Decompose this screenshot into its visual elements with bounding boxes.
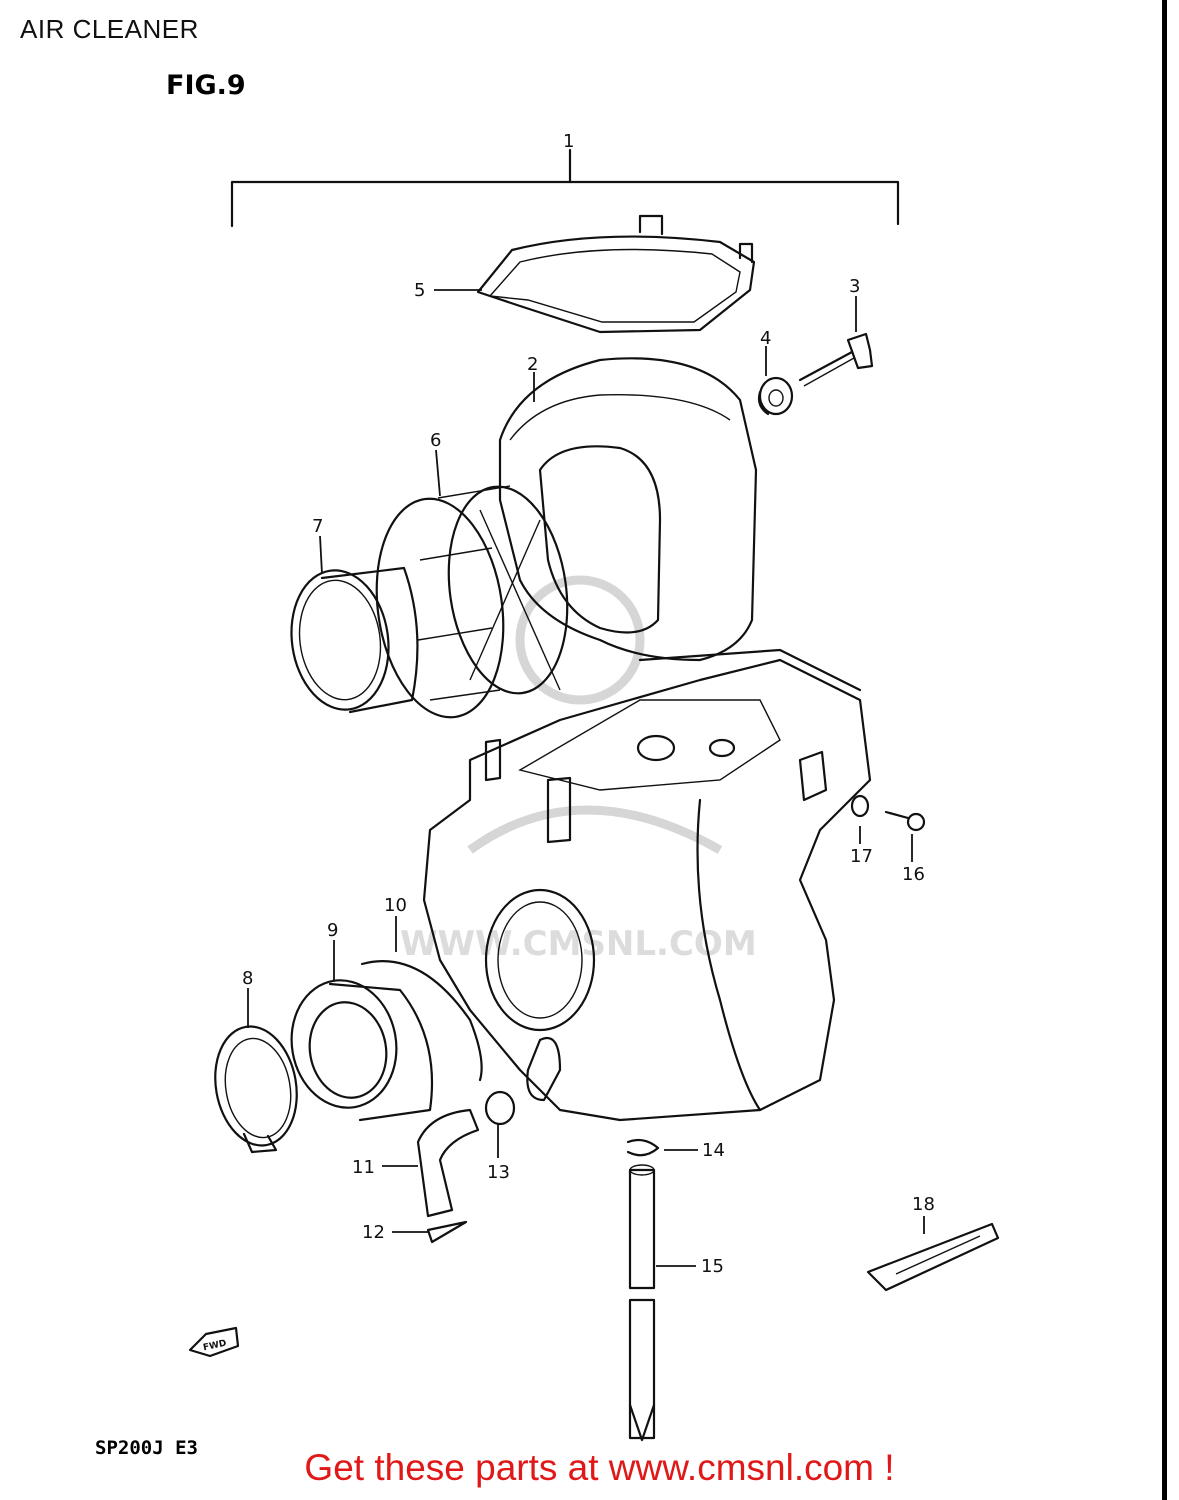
page-title: AIR CLEANER xyxy=(20,14,199,44)
part-15-drain-tube xyxy=(628,1164,656,1442)
part-12-hose-clip xyxy=(426,1220,468,1244)
air-cleaner-case xyxy=(422,648,872,1122)
part-3-wing-bolt xyxy=(798,332,874,387)
page-edge-rule xyxy=(1162,0,1167,1500)
part-16-screw xyxy=(884,810,926,832)
callout-5: 5 xyxy=(414,280,425,301)
callout-4: 4 xyxy=(760,328,771,349)
callout-14: 14 xyxy=(702,1140,725,1161)
callout-numbers: 1 2 3 4 5 6 7 8 9 10 11 12 13 14 15 16 1… xyxy=(242,131,935,1277)
part-14-clip xyxy=(626,1138,660,1157)
callout-9: 9 xyxy=(327,920,338,941)
part-10-o-ring xyxy=(360,960,483,1082)
part-7-screen xyxy=(290,566,419,714)
callout-17: 17 xyxy=(850,846,873,867)
callout-2: 2 xyxy=(527,354,538,375)
callout-8: 8 xyxy=(242,968,253,989)
callout-16: 16 xyxy=(902,864,925,885)
part-18-strap xyxy=(866,1222,1000,1292)
part-6-filter-cage xyxy=(375,485,569,719)
part-5-cover xyxy=(476,214,756,334)
fwd-badge-text: FWD xyxy=(202,1339,227,1354)
callout-6: 6 xyxy=(430,430,441,451)
callout-12: 12 xyxy=(362,1222,385,1243)
leader-lines xyxy=(247,289,925,1267)
part-2-filter-element xyxy=(498,357,758,662)
watermark: WWW.CMSNL.COM xyxy=(400,575,757,964)
model-code: SP200J E3 xyxy=(95,1437,198,1459)
figure-label: FIG.9 xyxy=(166,70,246,101)
callout-15: 15 xyxy=(701,1256,724,1277)
part-9-intake-boot xyxy=(290,979,434,1122)
forward-arrow-badge: FWD xyxy=(188,1326,240,1358)
part-8-clamp xyxy=(214,1025,298,1154)
promo-banner-text[interactable]: Get these parts at www.cmsnl.com ! xyxy=(304,1447,895,1488)
part-4-grommet xyxy=(757,376,794,416)
watermark-text: WWW.CMSNL.COM xyxy=(400,924,757,964)
assembly-bracket xyxy=(230,148,900,228)
part-13-hose-clamp xyxy=(484,1090,516,1126)
callout-10: 10 xyxy=(384,895,407,916)
part-11-drain-hose xyxy=(416,1108,480,1218)
callout-7: 7 xyxy=(312,516,323,537)
callout-13: 13 xyxy=(487,1162,510,1183)
callout-1: 1 xyxy=(563,131,574,152)
callout-18: 18 xyxy=(912,1194,935,1215)
callout-3: 3 xyxy=(849,276,860,297)
callout-11: 11 xyxy=(352,1157,375,1178)
part-17-nut xyxy=(850,794,870,818)
